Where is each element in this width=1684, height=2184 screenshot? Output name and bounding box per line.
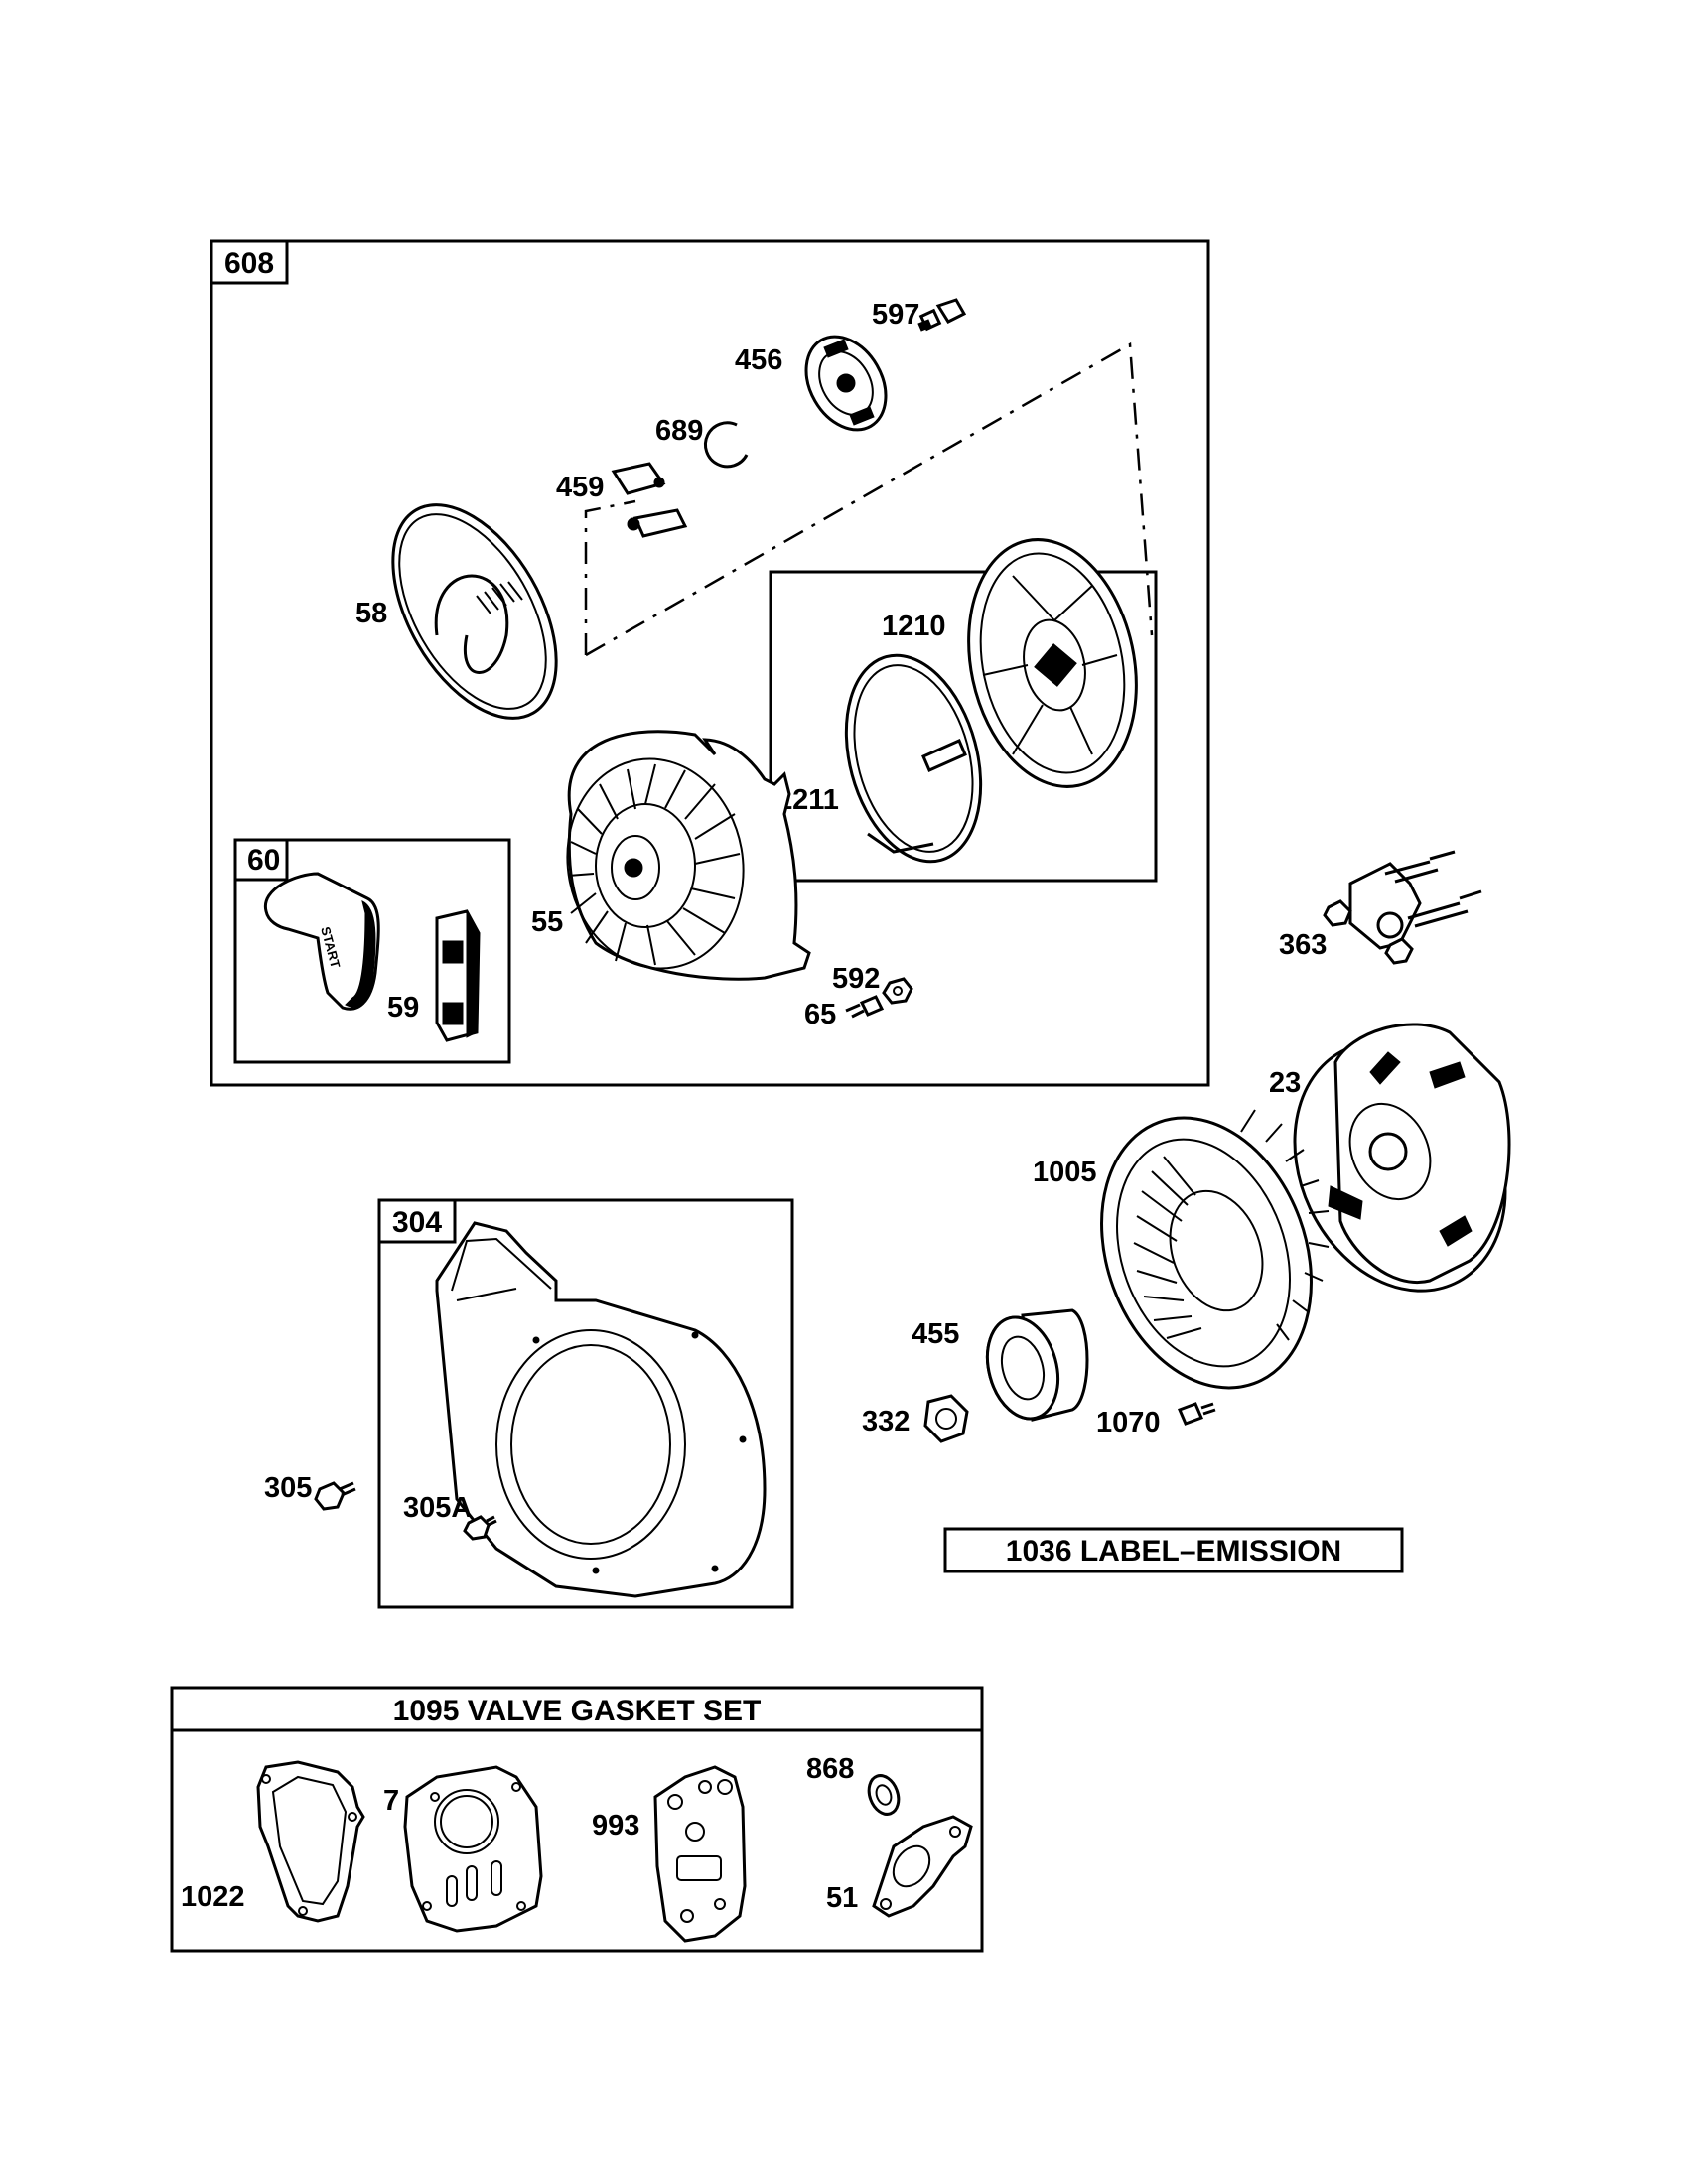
part-1070-screw [1178, 1402, 1216, 1426]
callout-1005: 1005 [1033, 1157, 1097, 1188]
assembly-304-number: 304 [392, 1206, 442, 1239]
callout-305: 305 [264, 1472, 312, 1504]
callout-592: 592 [832, 963, 880, 995]
part-459-pawls [611, 462, 688, 538]
emission-label-banner: 1036 LABEL–EMISSION [943, 1527, 1404, 1573]
assembly-leader-lines [584, 341, 1154, 657]
callout-1022: 1022 [181, 1881, 245, 1913]
part-455-starter-cup [986, 1308, 1089, 1422]
part-51-gasket [872, 1815, 973, 1918]
part-59-handle-insert [435, 909, 481, 1042]
part-7-head-gasket [403, 1765, 543, 1933]
part-689-retaining-ring [704, 421, 749, 469]
callout-689: 689 [655, 415, 703, 447]
callout-58: 58 [355, 598, 387, 629]
assembly-pulley-frame [769, 570, 1158, 883]
callout-1070: 1070 [1096, 1407, 1161, 1438]
part-60-starter-handle: START [263, 872, 380, 1011]
callout-55: 55 [531, 906, 563, 938]
part-363-bracket [1323, 850, 1482, 965]
assembly-60-number: 60 [247, 844, 280, 877]
part-23-flywheel [1293, 1023, 1511, 1293]
part-1022-gasket [256, 1760, 365, 1923]
callout-868: 868 [806, 1753, 854, 1785]
part-332-flywheel-nut [923, 1394, 969, 1443]
callout-7: 7 [383, 1785, 399, 1817]
part-597-pin [917, 298, 967, 332]
callout-1210: 1210 [882, 611, 946, 642]
part-592-nut [882, 977, 913, 1005]
callout-65: 65 [804, 999, 836, 1030]
assembly-608-number: 608 [224, 247, 274, 280]
callout-363: 363 [1279, 929, 1327, 961]
part-456-ratchet [804, 335, 888, 432]
part-993-valve-gasket [653, 1765, 747, 1943]
callout-305A: 305A [403, 1492, 472, 1524]
part-55-rewind-housing [566, 730, 811, 981]
part-1005-fan [1100, 1109, 1330, 1390]
callout-459: 459 [556, 472, 604, 503]
part-1211-rewind-spring [844, 653, 983, 864]
callout-59: 59 [387, 992, 419, 1024]
emission-label-text: 1036 LABEL–EMISSION [1006, 1535, 1341, 1568]
assembly-60-frame: 60 [233, 838, 511, 1064]
part-58-spring [391, 503, 558, 720]
part-304-blower-housing [435, 1221, 767, 1598]
assembly-608-frame: 608 [210, 239, 1210, 1087]
part-1210-pulley [967, 538, 1138, 788]
part-868-seal [867, 1774, 901, 1816]
callout-456: 456 [735, 344, 782, 376]
callout-597: 597 [872, 299, 919, 331]
callout-455: 455 [912, 1318, 959, 1350]
valve-gasket-set-frame: 1095 VALVE GASKET SET [170, 1686, 984, 1953]
part-65-screw [845, 995, 885, 1019]
callout-332: 332 [862, 1406, 910, 1437]
callout-51: 51 [826, 1882, 858, 1914]
assembly-304-frame: 304 [377, 1198, 794, 1609]
part-305-screw [314, 1481, 356, 1511]
callout-23: 23 [1269, 1067, 1301, 1099]
part-305A-screw [463, 1515, 497, 1541]
valve-gasket-set-title: 1095 VALVE GASKET SET [393, 1695, 762, 1727]
callout-993: 993 [592, 1810, 639, 1842]
